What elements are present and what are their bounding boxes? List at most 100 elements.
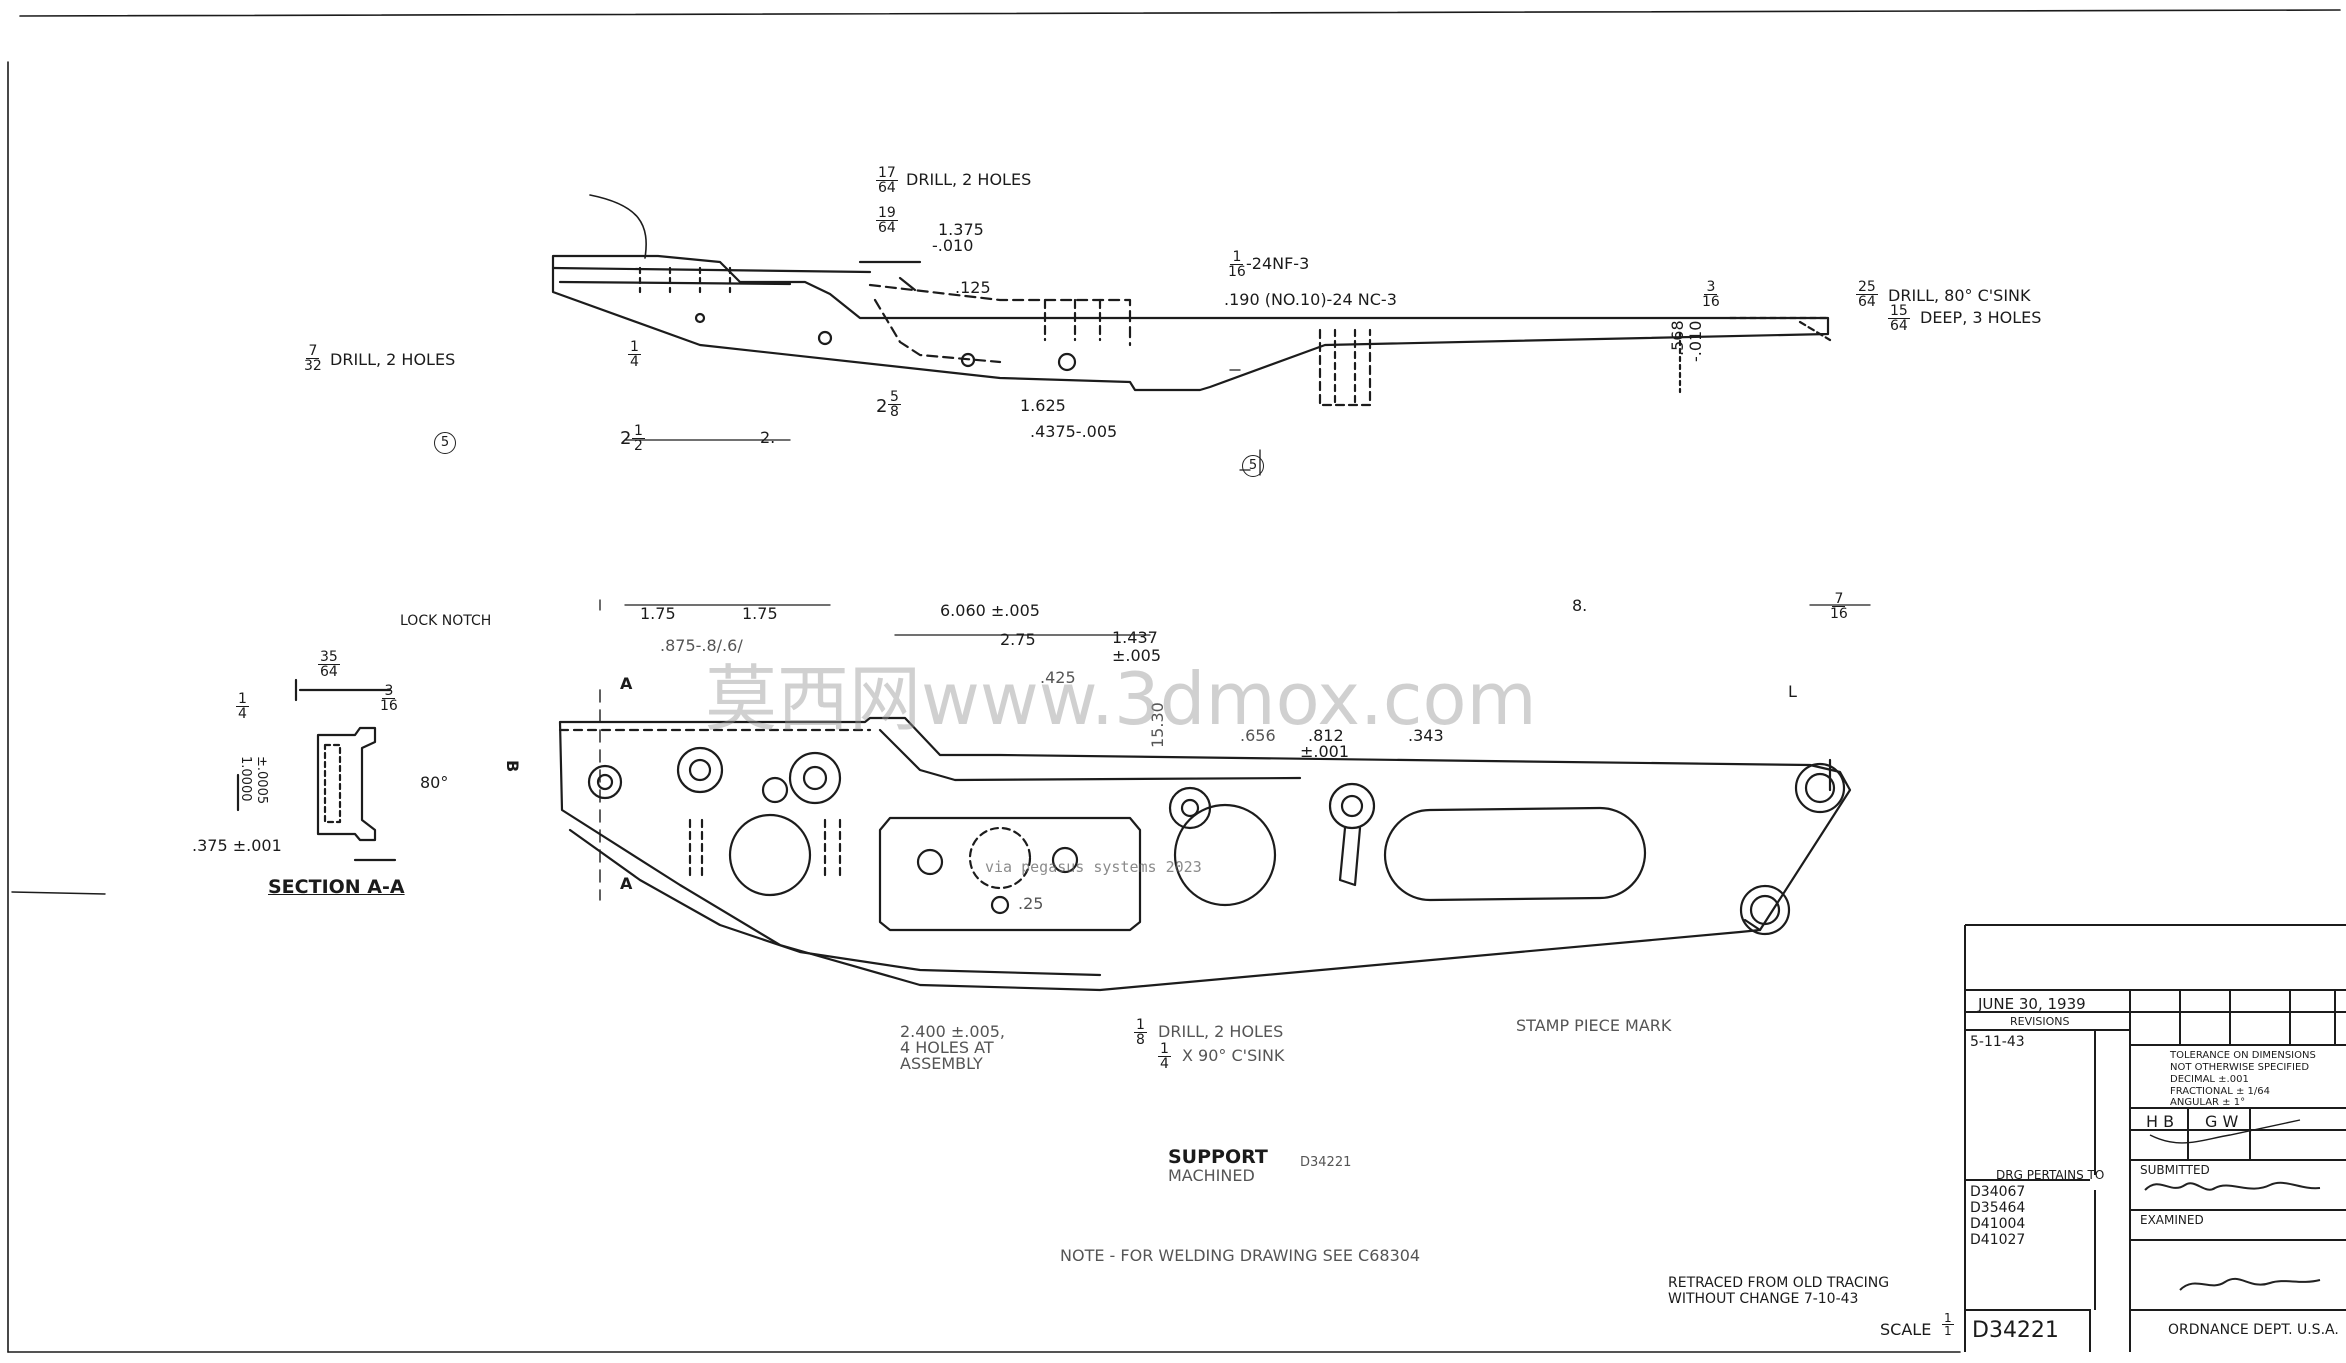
fraction-numerator: 1	[632, 423, 645, 439]
stamp-piece-mark-note: STAMP PIECE MARK	[1516, 1016, 1672, 1035]
section-marker-a-top: A	[620, 674, 633, 693]
dim-010b: -.010	[1686, 320, 1705, 362]
lock-notch-label: LOCK NOTCH	[400, 613, 492, 629]
dim-425: .425	[1040, 668, 1076, 687]
fraction-denominator: 16	[380, 698, 398, 714]
dim-1-4-fraction: 1 4	[628, 340, 641, 369]
dim-875: .875-.8/.6/	[660, 636, 743, 655]
fraction-numerator: 1	[628, 339, 641, 355]
fraction-numerator: 7	[1832, 591, 1846, 607]
ordnance-dept: ORDNANCE DEPT. U.S.A.	[2168, 1322, 2339, 1338]
fraction-numerator: 3	[1704, 279, 1718, 295]
sheet-border	[7, 9, 2341, 1353]
deep-15-64-fraction: 15 64	[1888, 304, 1910, 333]
drill-25-64-fraction: 25 64	[1856, 280, 1878, 309]
fraction-numerator: 7	[306, 343, 320, 359]
fraction-denominator: 4	[630, 354, 639, 370]
thread-1-16-note: -24NF-3	[1246, 254, 1310, 273]
fraction-denominator: 64	[878, 220, 896, 236]
revisions-label: REVISIONS	[2010, 1015, 2070, 1028]
fraction-denominator: 4	[1160, 1056, 1169, 1072]
fraction-denominator: 8	[1136, 1032, 1145, 1048]
fraction-denominator: 4	[238, 706, 247, 722]
tolerance-line-4: FRACTIONAL ± 1/64	[2170, 1086, 2270, 1097]
dim-2-1-2-whole: 2	[620, 428, 632, 449]
dim-25: .25	[1018, 894, 1044, 913]
dim-343: .343	[1408, 726, 1444, 745]
tolerance-line-5: ANGULAR ± 1°	[2170, 1097, 2246, 1108]
drawing-number: D34221	[1972, 1318, 2059, 1343]
thread-no10-note: .190 (NO.10)-24 NC-3	[1224, 290, 1397, 309]
drill-7-32-note: DRILL, 2 HOLES	[330, 350, 456, 369]
drill-note-2: X 90° C'SINK	[1182, 1046, 1285, 1065]
drill-note-2-fraction: 1 4	[1158, 1042, 1171, 1071]
fraction-numerator: 5	[888, 389, 901, 405]
initials-hb: H B	[2146, 1112, 2175, 1131]
sec-dim-375: .375 ±.001	[192, 836, 282, 855]
dim-7-16-fraction: 7 16	[1828, 592, 1850, 621]
dim-1437: 1.437	[1112, 628, 1158, 647]
signature-approved	[2179, 1277, 2321, 1291]
dim-175a: 1.75	[640, 604, 676, 623]
fraction-numerator: 17	[876, 165, 898, 181]
fraction-numerator: 1	[236, 691, 249, 707]
dim-2-1-2-fraction: 1 2	[632, 424, 645, 453]
pertains-item: D41027	[1970, 1232, 2026, 1248]
scale-label: SCALE	[1880, 1320, 1932, 1339]
ref-5-bubble-left: 5	[434, 432, 456, 454]
pertains-label: DRG PERTAINS TO	[1996, 1168, 2105, 1182]
fraction-denominator: 64	[1858, 294, 1876, 310]
fraction-numerator: 1	[1158, 1041, 1171, 1057]
dim-1375: 1.375	[938, 220, 984, 239]
fraction-numerator: 3	[382, 683, 396, 699]
fraction-numerator: 19	[876, 205, 898, 221]
fraction-numerator: 1	[1230, 249, 1244, 265]
front-view-outline	[558, 689, 1852, 992]
dim-275: 2.75	[1000, 630, 1036, 649]
part-subtitle: MACHINED	[1168, 1166, 1255, 1185]
tol-010: -.010	[932, 236, 974, 255]
pertains-item: D34067	[1970, 1184, 2026, 1200]
title-block-grid	[1964, 924, 2346, 1352]
fraction-denominator: 64	[1890, 318, 1908, 334]
fraction-numerator: 25	[1856, 279, 1878, 295]
deep-15-64-note: DEEP, 3 HOLES	[1920, 308, 2042, 327]
signatures	[2144, 1181, 2321, 1291]
drill-19-64-fraction: 19 64	[876, 206, 898, 235]
tol-005: ±.005	[1112, 646, 1162, 665]
ref-5-bubble-center: 5	[1242, 455, 1264, 477]
holes-note-line-2: 4 HOLES AT	[900, 1038, 994, 1057]
drawing-date: JUNE 30, 1939	[1978, 995, 2086, 1013]
welding-note: NOTE - FOR WELDING DRAWING SEE C68304	[1060, 1246, 1421, 1265]
drill-note-1: DRILL, 2 HOLES	[1158, 1022, 1284, 1041]
scale-fraction: 1 1	[1942, 1312, 1954, 1337]
fraction-numerator: 15	[1888, 303, 1910, 319]
drill-7-32-fraction: 7 32	[302, 344, 324, 373]
dim-812: .812	[1308, 726, 1344, 745]
section-aa-outline	[236, 678, 397, 862]
fraction-denominator: 8	[890, 404, 899, 420]
dim-2-5-8-whole: 2	[876, 396, 888, 417]
tolerance-line-1: TOLERANCE ON DIMENSIONS	[2170, 1050, 2316, 1061]
fraction-numerator: 35	[318, 649, 340, 665]
part-reference: D34221	[1300, 1155, 1352, 1170]
fraction-denominator: 32	[304, 358, 322, 374]
part-title: SUPPORT	[1168, 1146, 1268, 1168]
revision-entry: 5-11-43	[1970, 1034, 2025, 1050]
sec-dim-10000: 1.0000	[238, 756, 253, 802]
dim-656: .656	[1240, 726, 1276, 745]
dim-2: 2.	[760, 428, 776, 447]
pertains-item: D41004	[1970, 1216, 2026, 1232]
section-marker-a-bottom: A	[620, 874, 633, 893]
pertains-item: D35464	[1970, 1200, 2026, 1216]
fraction-denominator: 16	[1702, 294, 1720, 310]
fraction-denominator: 16	[1228, 264, 1246, 280]
sec-angle-80: 80°	[420, 773, 449, 792]
tol-001: ±.001	[1300, 742, 1350, 761]
thread-1-16-fraction: 1 16	[1226, 250, 1248, 279]
holes-note-line-3: ASSEMBLY	[900, 1054, 983, 1073]
holes-note-line-1: 2.400 ±.005,	[900, 1022, 1006, 1041]
top-view-outline	[551, 194, 1832, 407]
fraction-numerator: 1	[1942, 1311, 1954, 1325]
initials-gw: G W	[2205, 1112, 2239, 1131]
